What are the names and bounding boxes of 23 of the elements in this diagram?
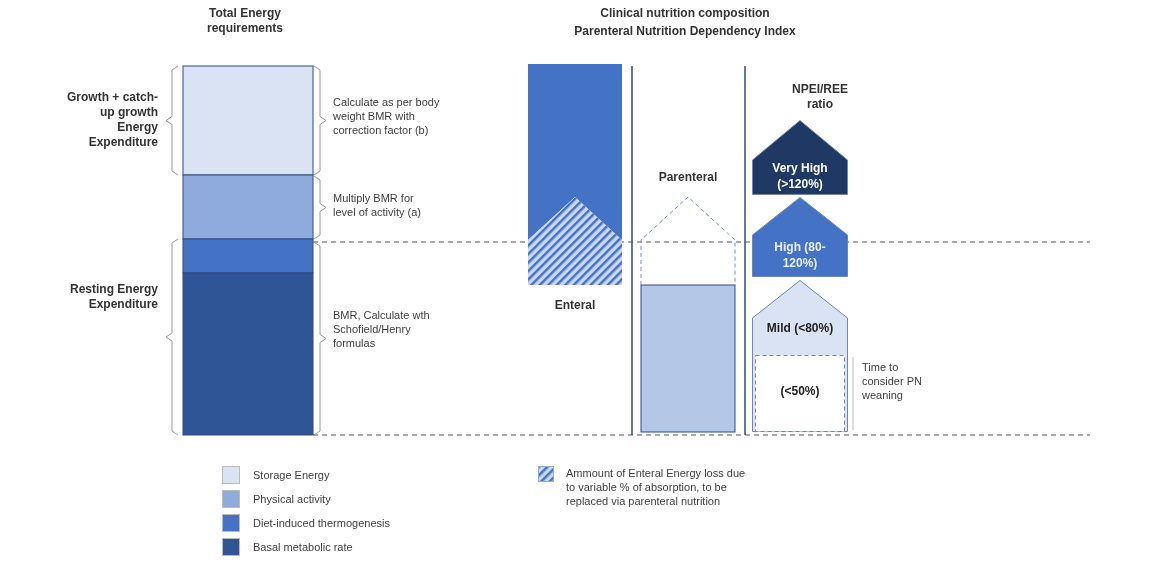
legend-text: Ammount of Enteral Energy loss due to variable % of absorption, to be replaced via parenteral nutrition — [566, 466, 746, 508]
annotation-text: BMR, Calculate wth Schofield/Henry formulas — [333, 308, 431, 350]
heading: Total Energy requirements — [206, 6, 284, 36]
legend-text: Physical activity — [253, 492, 332, 506]
legend-text: Diet-induced thermogenesis — [253, 516, 391, 530]
legend-text: Storage Energy — [253, 468, 331, 482]
node-label: Very High (>120%) — [771, 160, 829, 192]
pentagon-node — [752, 120, 848, 195]
pentagon-node — [752, 197, 848, 277]
heading: Clinical nutrition composition — [599, 6, 771, 21]
node-label: Mild (<80%) — [765, 320, 835, 336]
annotation-text: Multiply BMR for level of activity (a) — [333, 191, 423, 219]
heading: Growth + catch-up growth Energy Expenditure — [66, 90, 158, 150]
node-label: (<50%) — [779, 383, 821, 399]
legend-text: Basal metabolic rate — [253, 540, 354, 554]
node-label: High (80-120%) — [773, 239, 827, 271]
heading: Enteral — [553, 298, 597, 313]
heading: Parenteral Nutrition Dependency Index — [573, 24, 797, 39]
annotation-text: Time to consider PN weaning — [862, 360, 923, 402]
heading: Resting Energy Expenditure — [68, 282, 158, 312]
heading: NPEI/REE ratio — [791, 82, 849, 112]
annotation-text: Calculate as per body weight BMR with correction factor (b) — [333, 95, 441, 137]
heading: Parenteral — [657, 170, 719, 185]
